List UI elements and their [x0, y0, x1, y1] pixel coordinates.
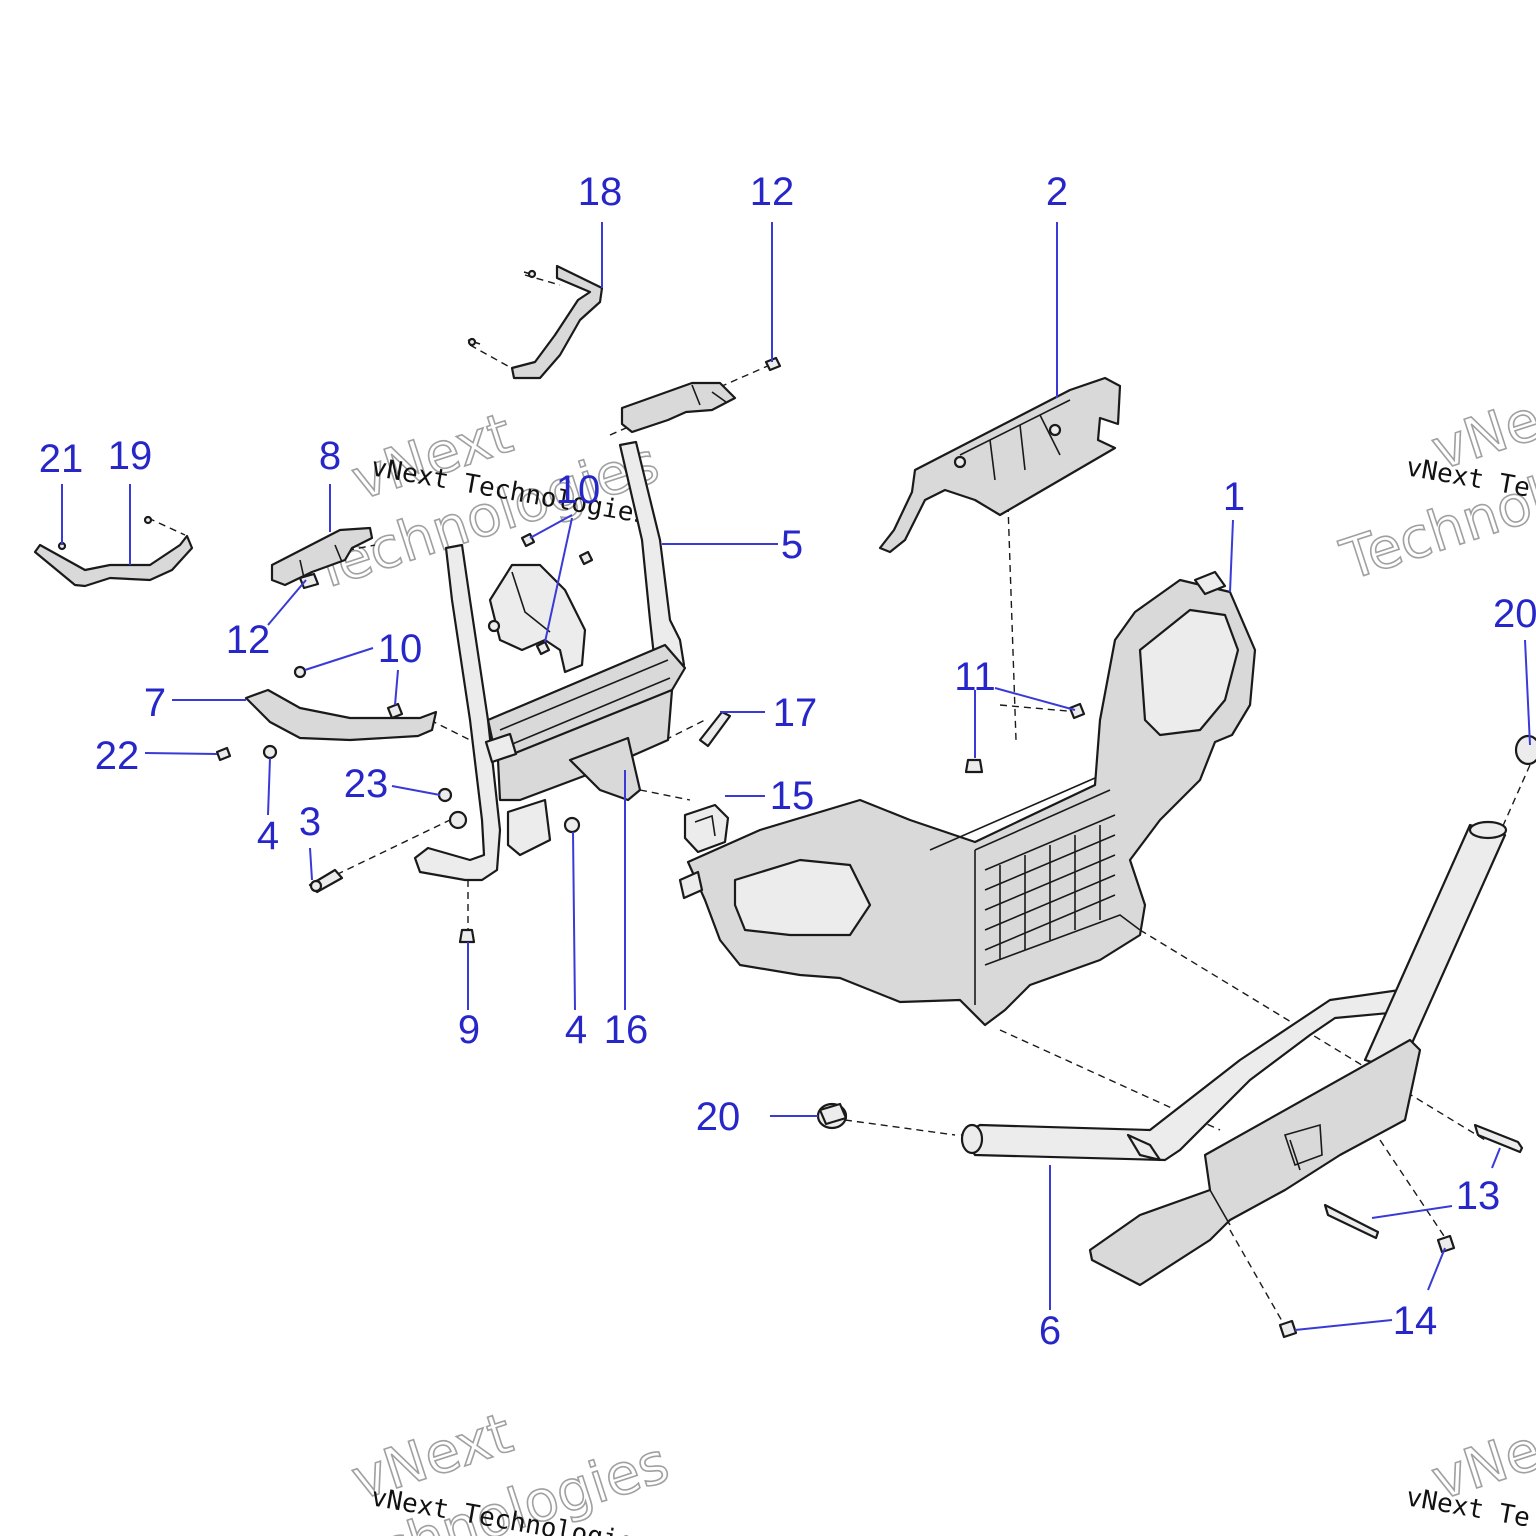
- callout-11: 11: [954, 655, 996, 699]
- callout-10-upper: 10: [556, 468, 601, 512]
- part-13-14-bolts: [1278, 1123, 1524, 1339]
- upper-mount-bracket: [620, 381, 737, 434]
- part-19-bracket: [33, 515, 194, 588]
- part-20-caps: [816, 734, 1536, 1130]
- callout-15: 15: [770, 774, 815, 818]
- callout-1: 1: [1223, 475, 1245, 519]
- callout-21: 21: [39, 437, 84, 481]
- callout-5: 5: [781, 523, 803, 567]
- callout-6: 6: [1039, 1309, 1061, 1353]
- part-10-shield: [487, 532, 594, 674]
- callout-13: 13: [1456, 1174, 1501, 1218]
- watermark-big-bottom-tail: vNe: [1424, 1418, 1536, 1514]
- part-6-bumper: [960, 820, 1508, 1287]
- callout-12-left: 12: [226, 618, 271, 662]
- callout-labels: 18 12 2 21 19 8 10 5 1 20 12 10 11 7 17 …: [39, 170, 1536, 1353]
- callout-9: 9: [458, 1008, 480, 1052]
- callout-12-top: 12: [750, 170, 795, 214]
- leader-lines: [61, 222, 1531, 1331]
- callout-23: 23: [344, 762, 389, 806]
- part-18-bracket: [467, 264, 604, 380]
- callout-4-left: 4: [257, 814, 279, 858]
- callout-19: 19: [108, 434, 153, 478]
- part-1-grille-housing: [678, 570, 1257, 1027]
- part-7-bracket: [215, 665, 438, 762]
- callout-2: 2: [1046, 170, 1068, 214]
- small-hardware: [308, 702, 1086, 944]
- part-2-bracket: [878, 376, 1122, 554]
- callout-14: 14: [1393, 1299, 1438, 1343]
- callout-7: 7: [144, 681, 166, 725]
- callout-4-bottom: 4: [565, 1008, 587, 1052]
- callout-22: 22: [95, 734, 140, 778]
- callout-18: 18: [578, 170, 623, 214]
- callout-20-right: 20: [1493, 592, 1536, 636]
- callout-17: 17: [773, 691, 818, 735]
- callout-3: 3: [299, 800, 321, 844]
- callout-20-left: 20: [696, 1095, 741, 1139]
- callout-8: 8: [319, 434, 341, 478]
- callout-16: 16: [604, 1008, 649, 1052]
- callout-10-lower: 10: [378, 627, 423, 671]
- part-8-bracket: [270, 526, 374, 590]
- part-5-front-frame: [413, 440, 687, 882]
